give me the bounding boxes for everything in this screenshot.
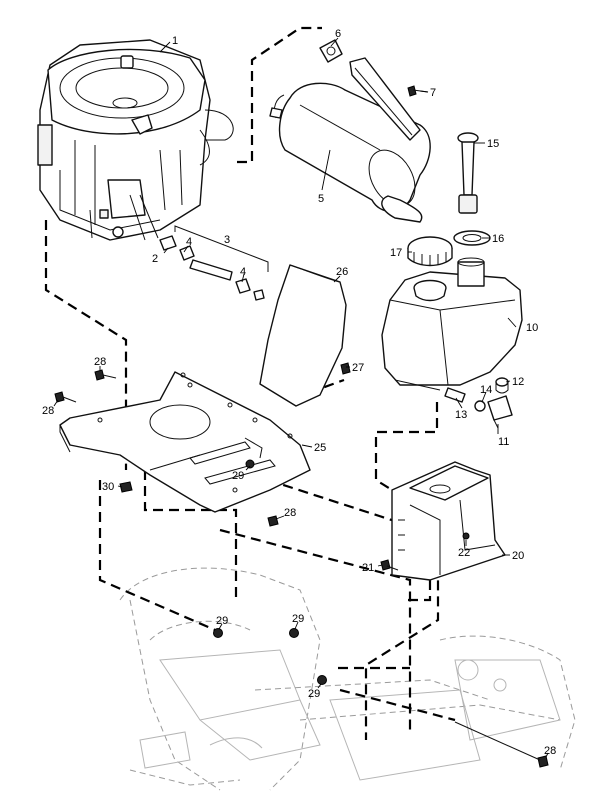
bolt-28-lower: [454, 721, 549, 768]
fuel-cap: [407, 236, 453, 267]
muffler: [269, 57, 431, 223]
callout-25: 25: [314, 442, 326, 454]
engine-mount-plate: [59, 371, 311, 513]
callout-13: 13: [455, 409, 467, 421]
callout-28d: 28: [544, 745, 556, 757]
callout-5: 5: [318, 193, 324, 205]
nut-29-plate: [245, 459, 255, 469]
callout-29c: 29: [292, 613, 304, 625]
exhaust-bolt: [407, 85, 429, 97]
callout-27: 27: [352, 362, 364, 374]
engine: [37, 39, 234, 241]
assembly-dashed-lines: [44, 26, 456, 740]
callout-12: 12: [512, 376, 524, 388]
tank-bushing: [495, 377, 509, 394]
callout-3: 3: [224, 234, 230, 246]
callout-29b: 29: [216, 615, 228, 627]
callout-2: 2: [152, 253, 158, 265]
fuel-tank: [381, 257, 523, 391]
callout-11: 11: [498, 436, 509, 448]
callout-4b: 4: [240, 266, 246, 278]
callout-29d: 29: [308, 688, 320, 700]
fuel-tank-bracket: [391, 461, 506, 581]
heat-shield: [259, 264, 347, 407]
bracket-screw-22: [462, 532, 470, 540]
callout-4a: 4: [186, 236, 192, 248]
fuel-valve: [487, 395, 513, 429]
bolt-28-left: [54, 391, 77, 403]
callout-7: 7: [430, 87, 436, 99]
callout-10: 10: [526, 322, 538, 334]
callout-28c: 28: [284, 507, 296, 519]
callout-29a: 29: [232, 470, 244, 482]
leader-lines: [53, 37, 549, 758]
callout-22: 22: [458, 547, 470, 559]
fuel-gauge: [457, 132, 479, 214]
nut-29-left-frame: [213, 628, 223, 638]
bracket-screw-21: [380, 559, 399, 571]
callout-14: 14: [480, 384, 492, 396]
shield-screw-27: [340, 362, 351, 375]
callout-21: 21: [362, 562, 374, 574]
tractor-frame-ghost: [119, 567, 576, 791]
callout-17: 17: [390, 247, 402, 259]
exhaust-gasket: [319, 39, 343, 63]
bolt-28-upper: [94, 369, 117, 381]
callout-28b: 28: [42, 405, 54, 417]
nut-29-right-frame: [289, 628, 299, 638]
callout-28a: 28: [94, 356, 106, 368]
hose-clamp: [474, 400, 486, 412]
nut-29-lower: [317, 675, 327, 685]
callout-26: 26: [336, 266, 348, 278]
callout-15: 15: [487, 138, 499, 150]
fuel-hose: [444, 387, 466, 403]
callout-labels: 1 6 7 15 5 16 17 3 4 2 4 26 10 27 12 14 …: [42, 28, 556, 757]
bolt-30: [119, 481, 133, 493]
bolt-28-plate: [267, 515, 279, 527]
callout-1: 1: [172, 35, 178, 47]
callout-20: 20: [512, 550, 524, 562]
callout-6: 6: [335, 28, 341, 40]
callout-30: 30: [102, 481, 114, 493]
fuel-line-parts: [159, 225, 269, 301]
callout-16: 16: [492, 233, 504, 245]
